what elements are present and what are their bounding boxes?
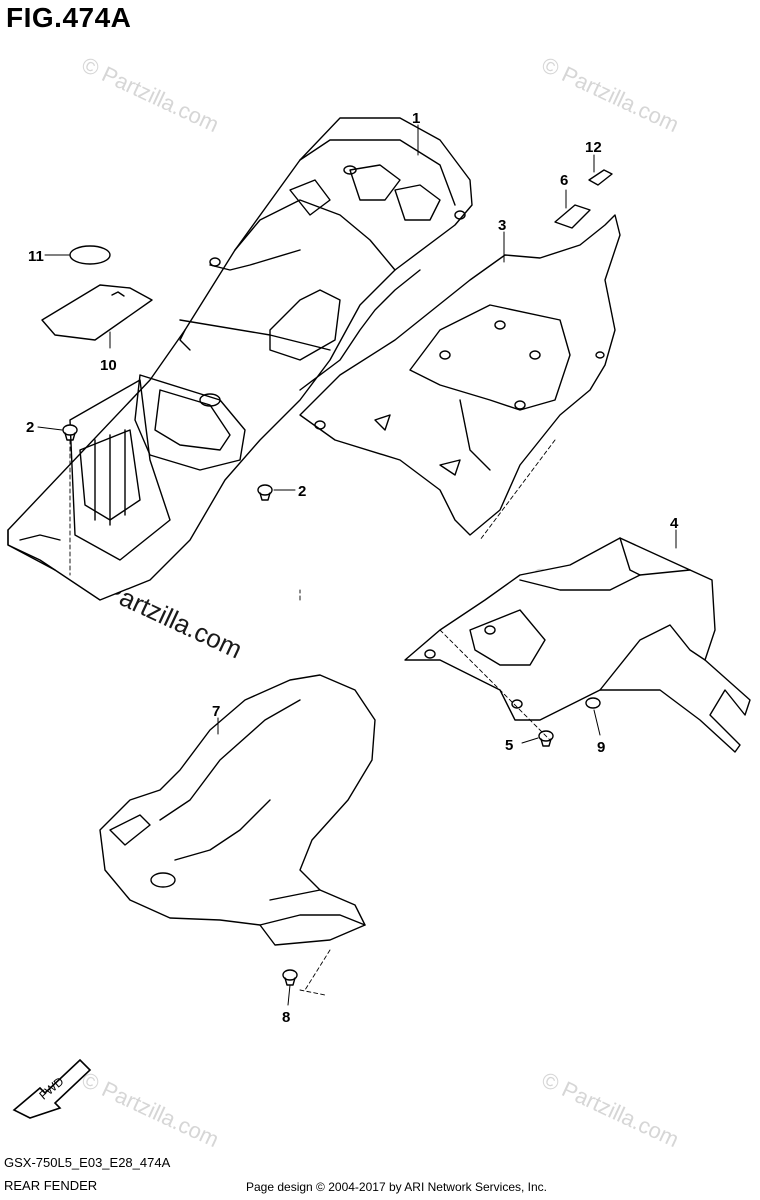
part-bolt-8 <box>282 969 298 986</box>
watermark: © Partzilla.com <box>78 52 223 137</box>
callout-8: 8 <box>282 1009 290 1026</box>
part-pad-10 <box>41 284 153 341</box>
callout-1: 1 <box>412 110 420 127</box>
part-bolt-lower <box>257 484 273 501</box>
part-oring-11 <box>69 245 111 265</box>
callout-12: 12 <box>585 139 602 156</box>
fwd-arrow: FWD <box>12 1058 92 1119</box>
callout-7: 7 <box>212 703 220 720</box>
callout-11: 11 <box>28 248 44 265</box>
part-rear-fender-under <box>404 537 751 753</box>
part-bolt-upper <box>62 424 78 441</box>
callouts: 1 2 2 3 4 5 6 7 8 9 10 11 12 <box>26 110 679 1026</box>
part-bolt-5 <box>538 730 554 747</box>
diagram-name: REAR FENDER <box>4 1178 98 1193</box>
callout-3: 3 <box>498 217 506 234</box>
callout-2: 2 <box>298 483 306 500</box>
callout-4: 4 <box>670 515 679 532</box>
diagram-code: GSX-750L5_E03_E28_474A <box>4 1155 171 1170</box>
part-front-fender <box>99 674 376 946</box>
copyright-notice: Page design © 2004-2017 by ARI Network S… <box>246 1180 548 1194</box>
watermark: © Partzilla.com <box>538 1067 683 1152</box>
figure-title: FIG.474A <box>6 2 132 33</box>
part-seal-6 <box>554 204 591 229</box>
callout-5: 5 <box>505 737 513 754</box>
callout-9: 9 <box>597 739 605 756</box>
part-seal-12 <box>588 169 613 186</box>
watermark: © Partzilla.com <box>538 52 683 137</box>
callout-10: 10 <box>100 357 117 374</box>
callout-2: 2 <box>26 419 34 436</box>
watermark: © Partzilla.com <box>78 1067 223 1152</box>
callout-6: 6 <box>560 172 568 189</box>
part-rear-fender-inner <box>7 117 473 601</box>
part-washer-9 <box>585 697 601 709</box>
part-rear-fender-cover <box>299 214 621 536</box>
